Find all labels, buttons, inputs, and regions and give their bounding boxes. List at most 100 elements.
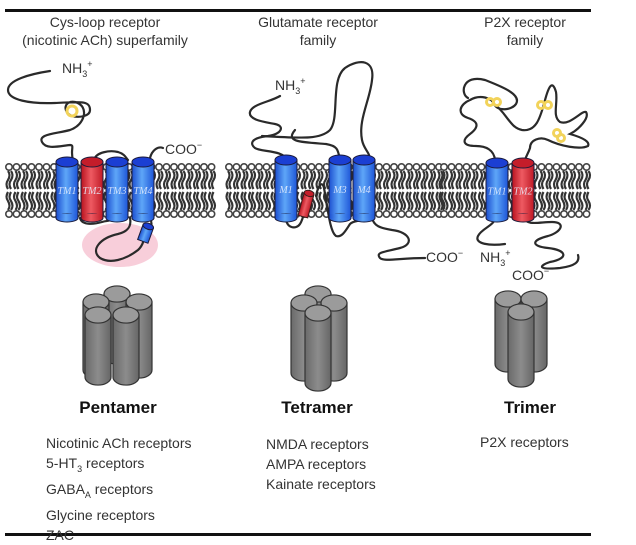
intracellular-domain-blob [82, 223, 158, 267]
lipid-head [27, 210, 36, 219]
header-line1: Cys-loop receptor [49, 14, 161, 30]
lipid-tail [570, 170, 577, 190]
lipid-head [374, 210, 383, 219]
lipid-tail [450, 191, 457, 211]
lipid-head [559, 210, 568, 219]
helix-label: TM2 [514, 187, 533, 198]
lipid-tail [375, 191, 381, 211]
lipid-tail [378, 170, 384, 190]
lipid-tail [243, 191, 249, 211]
lipid-tail [265, 191, 272, 211]
lipid-head [419, 163, 428, 172]
lipid-tail [310, 170, 317, 190]
lipid-tail [12, 191, 19, 211]
lipid-tail [447, 191, 454, 211]
helix-label: TM2 [83, 186, 102, 197]
p2x-disulfide-icons [485, 97, 566, 143]
header-line2: family [299, 32, 337, 48]
lipid-tail [240, 191, 246, 211]
lipid-tail [423, 170, 429, 190]
lipid-tail [473, 191, 479, 211]
header-line1: P2X receptor [484, 14, 566, 30]
lipid-head [404, 210, 413, 219]
lipid-tail [243, 170, 249, 190]
lipid-tail [5, 170, 11, 190]
lipid-head [412, 163, 421, 172]
lipid-tail [8, 191, 14, 211]
lipid-head [225, 163, 234, 172]
lipid-tail [480, 191, 487, 211]
lipid-tail [548, 191, 554, 211]
disulfide-bond-icon [543, 100, 553, 110]
lipid-head [34, 163, 43, 172]
lipid-tail [188, 191, 194, 211]
lipid-tail [207, 191, 214, 211]
lipid-head [389, 210, 398, 219]
lipid-head [162, 163, 171, 172]
lipid-tail [15, 191, 22, 211]
lipid-head [389, 163, 398, 172]
lipid-head [177, 163, 186, 172]
lipid-head [192, 163, 201, 172]
lipid-head [232, 163, 241, 172]
lipid-head [559, 163, 568, 172]
lipid-tail [240, 170, 246, 190]
lipid-tail [35, 191, 41, 211]
lipid-head [552, 210, 561, 219]
lipid-head [477, 163, 486, 172]
lipid-head [255, 210, 264, 219]
lipid-tail [180, 191, 187, 211]
cylinder-top [304, 304, 332, 322]
helix-label: M1 [278, 185, 292, 196]
lipid-tail [438, 191, 444, 211]
receptor-item: 5-HT3 receptors [46, 455, 145, 474]
lipid-tail [195, 170, 202, 190]
lipid-tail [570, 191, 577, 211]
lipid-head [42, 210, 51, 219]
receptor-item: P2X receptors [480, 434, 569, 450]
lipid-tail [408, 170, 414, 190]
cylinder-top [520, 290, 548, 308]
lipid-tail [420, 170, 426, 190]
lipid-head [155, 210, 164, 219]
lipid-tail [415, 191, 422, 211]
lipid-tail [447, 170, 454, 190]
tetramer-icon [290, 285, 348, 392]
transmembrane-helix: M1 [274, 154, 298, 223]
lipid-tail [35, 170, 41, 190]
lipid-tail [12, 170, 19, 190]
lipid-tail [158, 170, 164, 190]
lipid-head [419, 210, 428, 219]
receptor-list-p2x: P2X receptors [480, 432, 569, 452]
lipid-tail [173, 170, 179, 190]
lipid-tail [435, 191, 441, 211]
lipid-tail [585, 170, 592, 190]
trimer-icon [494, 290, 548, 388]
lipid-tail [42, 191, 49, 211]
lipid-head [262, 163, 271, 172]
oligomer-title-pentamer: Pentamer [79, 398, 157, 417]
ma-helix [136, 222, 155, 244]
transmembrane-helix: M4 [352, 154, 376, 223]
transmembrane-helix: TM1 [485, 157, 509, 223]
lipid-tail [400, 170, 407, 190]
lipid-tail [382, 170, 389, 190]
lipid-head [439, 210, 448, 219]
receptor-item: AMPA receptors [266, 456, 367, 472]
lipid-head [177, 210, 186, 219]
lipid-head [567, 163, 576, 172]
lipid-tail [235, 170, 242, 190]
lipid-tail [45, 191, 52, 211]
transmembrane-helix: TM2 [511, 157, 535, 223]
lipid-head [462, 210, 471, 219]
lipid-head [439, 163, 448, 172]
transmembrane-helix: TM1 [55, 156, 79, 223]
lipid-tail [427, 170, 434, 190]
lipid-tail [38, 191, 44, 211]
header-line2: family [506, 32, 544, 48]
lipid-tail [450, 170, 457, 190]
lipid-tail [247, 191, 254, 211]
lipid-tail [578, 191, 584, 211]
